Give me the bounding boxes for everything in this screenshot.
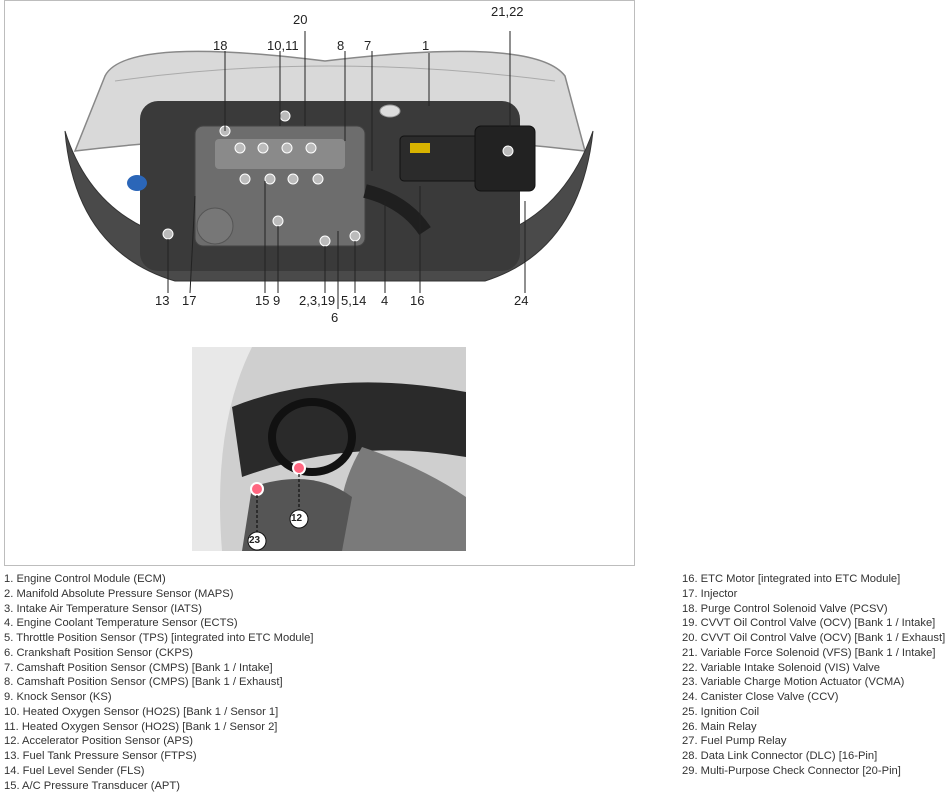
callout-5-14: 5,14: [341, 293, 367, 308]
legend-right: 16. ETC Motor [integrated into ETC Modul…: [682, 572, 945, 779]
callout-15: 15: [255, 293, 270, 308]
callout-6: 6: [331, 310, 339, 325]
legend-item: 26. Main Relay: [682, 720, 757, 733]
legend-left: 1. Engine Control Module (ECM) 2. Manifo…: [4, 572, 313, 793]
legend-item: 22. Variable Intake Solenoid (VIS) Valve: [682, 661, 880, 674]
callout-24: 24: [514, 293, 529, 308]
legend-item: 2. Manifold Absolute Pressure Sensor (MA…: [4, 587, 234, 600]
legend-item: 13. Fuel Tank Pressure Sensor (FTPS): [4, 750, 197, 762]
legend-item: 18. Purge Control Solenoid Valve (PCSV): [682, 602, 888, 615]
callout-4: 4: [381, 293, 389, 308]
legend-item: 15. A/C Pressure Transducer (APT): [4, 779, 180, 792]
legend-item: 16. ETC Motor [integrated into ETC Modul…: [682, 573, 901, 585]
legend-item: 5. Throttle Position Sensor (TPS) [integ…: [4, 632, 314, 644]
legend-item: 10. Heated Oxygen Sensor (HO2S) [Bank 1 …: [4, 705, 279, 718]
legend-item: 19. CVVT Oil Control Valve (OCV) [Bank 1…: [682, 617, 936, 630]
callout-23: 23: [249, 535, 261, 546]
callout-9: 9: [273, 293, 281, 308]
legend-item: 21. Variable Force Solenoid (VFS) [Bank …: [682, 646, 936, 659]
legend-item: 7. Camshaft Position Sensor (CMPS) [Bank…: [4, 661, 273, 674]
legend-item: 9. Knock Sensor (KS): [4, 691, 112, 703]
legend-item: 11. Heated Oxygen Sensor (HO2S) [Bank 1 …: [4, 720, 278, 733]
legend-item: 23. Variable Charge Motion Actuator (VCM…: [682, 676, 905, 689]
callout-17: 17: [182, 293, 197, 308]
callout-2-3-19: 2,3,19: [299, 293, 336, 308]
legend-item: 27. Fuel Pump Relay: [682, 735, 787, 748]
legend-item: 4. Engine Coolant Temperature Sensor (EC…: [4, 617, 238, 630]
callout-10-11: 10,11: [267, 38, 299, 53]
legend-item: 24. Canister Close Valve (CCV): [682, 691, 839, 703]
diagram-frame: 20 21,22 18 10,11 8 7 1 13 17 15 9 2,3,1…: [4, 0, 635, 566]
legend-item: 28. Data Link Connector (DLC) [16-Pin]: [682, 750, 878, 762]
legend-item: 20. CVVT Oil Control Valve (OCV) [Bank 1…: [682, 632, 945, 644]
legend-item: 25. Ignition Coil: [682, 705, 760, 718]
callout-21-22: 21,22: [491, 4, 524, 19]
callout-18: 18: [213, 38, 228, 53]
callout-12: 12: [291, 513, 303, 524]
legend-item: 8. Camshaft Position Sensor (CMPS) [Bank…: [4, 676, 283, 689]
engine-bay-illustration: [64, 31, 594, 309]
callout-20: 20: [293, 12, 308, 27]
legend-item: 14. Fuel Level Sender (FLS): [4, 764, 145, 777]
legend-item: 17. Injector: [682, 587, 738, 600]
interior-illustration: [192, 347, 466, 551]
legend-item: 6. Crankshaft Position Sensor (CKPS): [4, 646, 194, 659]
legend-item: 12. Accelerator Position Sensor (APS): [4, 735, 194, 748]
callout-8: 8: [337, 38, 345, 53]
callout-16: 16: [410, 293, 425, 308]
legend-item: 1. Engine Control Module (ECM): [4, 573, 166, 585]
legend-item: 3. Intake Air Temperature Sensor (IATS): [4, 602, 202, 615]
callout-7: 7: [364, 38, 372, 53]
callout-13: 13: [155, 293, 170, 308]
legend-item: 29. Multi-Purpose Check Connector [20-Pi…: [682, 764, 901, 777]
callout-1: 1: [422, 38, 430, 53]
